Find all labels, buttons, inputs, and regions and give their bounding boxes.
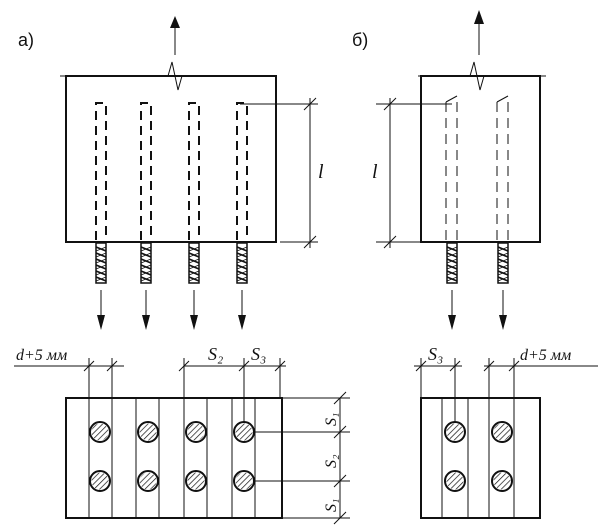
section-bars-b xyxy=(444,421,513,492)
dim-label-s1-bottom-a: S₁ xyxy=(323,498,340,512)
channel-lines-a xyxy=(88,398,256,518)
dim-label-s3-b: S₃ xyxy=(428,344,443,364)
length-label-b: l xyxy=(372,161,378,183)
panel-a-label: а) xyxy=(18,30,34,50)
hairpin-bars xyxy=(95,102,248,240)
straight-bars xyxy=(445,95,509,240)
concrete-block-b xyxy=(420,75,541,243)
load-arrowhead-b xyxy=(474,10,484,24)
dimension-s3-b: S₃ xyxy=(414,344,462,422)
length-dimension-a: l xyxy=(240,97,324,249)
panel-a-elevation: а) xyxy=(18,16,324,330)
dimension-s2-s3-a: S₂ S₃ xyxy=(178,344,286,422)
concrete-block xyxy=(65,75,277,243)
pull-arrows-b xyxy=(448,290,507,330)
vertical-dimensions-a: S₁ S₂ S₁ xyxy=(254,391,350,525)
strands-b xyxy=(446,242,509,284)
dim-label-s3-a: S₃ xyxy=(251,344,266,364)
dim-label-d5-a: d+5 мм xyxy=(16,347,67,364)
panel-a-section: d+5 мм S₂ S₃ S₁ S₂ S₁ xyxy=(14,344,350,525)
section-block-a xyxy=(65,397,283,519)
dimension-d5-a: d+5 мм xyxy=(14,347,124,398)
dim-label-s2-a: S₂ xyxy=(208,344,223,364)
load-arrowhead xyxy=(170,16,180,28)
length-dimension-b: l xyxy=(372,97,452,249)
channel-lines-b xyxy=(441,398,515,518)
panel-b-elevation: б) l xyxy=(352,10,546,330)
section-bars-a xyxy=(89,421,255,492)
strands xyxy=(95,242,248,284)
dim-label-d5-b: d+5 мм xyxy=(520,347,571,364)
dimension-d5-b: d+5 мм xyxy=(483,347,598,398)
panel-b-section: S₃ d+5 мм xyxy=(414,344,598,519)
section-block-b xyxy=(420,397,541,519)
pull-arrows xyxy=(97,290,246,330)
dim-label-s1-top-a: S₁ xyxy=(323,412,340,426)
dim-label-s2-vert-a: S₂ xyxy=(323,454,340,468)
panel-b-label: б) xyxy=(352,30,368,50)
length-label-a: l xyxy=(318,161,324,183)
